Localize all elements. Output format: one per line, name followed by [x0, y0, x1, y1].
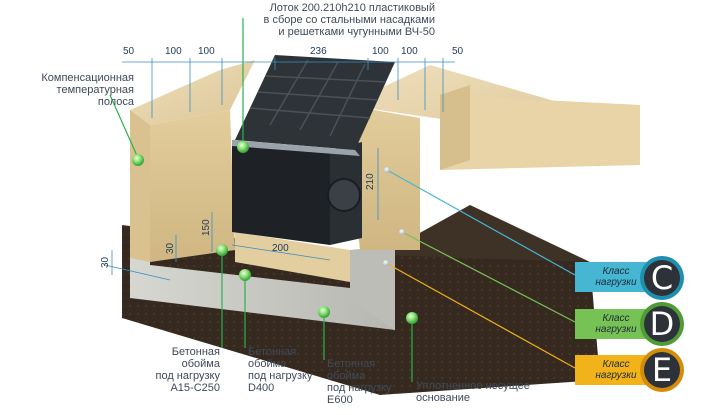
- beton-d400-label: Бетонная обойма под нагрузку D400: [248, 346, 313, 394]
- sand-left-front: [130, 110, 150, 262]
- marker-c: [384, 167, 390, 173]
- dim-200: 200: [272, 243, 289, 254]
- dim-100-a: 100: [165, 46, 182, 57]
- badge-c-letter: C: [650, 259, 674, 297]
- leader-comp: [109, 94, 139, 159]
- marker-a15: [216, 244, 228, 256]
- concrete-right-wall: [350, 245, 395, 330]
- dim-50-left: 50: [123, 46, 135, 57]
- channel-title-label: Лоток 200.210h210 пластиковый в сборе со…: [263, 2, 435, 38]
- concrete-envelope: [130, 110, 395, 330]
- marker-comp: [132, 154, 144, 166]
- dim-210: 210: [365, 173, 376, 190]
- comp-strip-label: Компенсационная температурная полоса: [41, 72, 134, 108]
- soil-right: [380, 255, 600, 395]
- dim-100-c: 100: [372, 46, 389, 57]
- leader-d: [401, 231, 576, 323]
- marker-e: [383, 260, 389, 266]
- dim-30-outer: 30: [100, 256, 111, 268]
- badge-d-label: Класс нагрузки: [595, 313, 637, 335]
- sand-base: [235, 232, 350, 282]
- badge-d-letter: D: [649, 305, 675, 343]
- channel-body: [232, 140, 330, 245]
- leader-e: [385, 262, 576, 369]
- dim-150: 150: [201, 219, 212, 236]
- beton-a15-label: Бетонная обойма под нагрузку A15-C250: [155, 346, 221, 394]
- sand-inner-left: [150, 110, 235, 262]
- sand-block-right-side: [440, 85, 470, 170]
- grate-frame: [232, 140, 360, 156]
- badge-e-shape: [575, 348, 684, 392]
- badge-e-label: Класс нагрузки: [595, 359, 637, 381]
- marker-base: [406, 312, 418, 324]
- channel-outlet: [327, 178, 361, 212]
- badge-d-shape: [575, 302, 684, 346]
- sand-left-top: [130, 60, 255, 125]
- sand-block-right: [440, 95, 640, 170]
- dim-50-right: 50: [452, 46, 464, 57]
- beton-e600-label: Бетонная обойма под нагрузку E600: [327, 358, 392, 406]
- marker-top: [237, 141, 249, 153]
- badge-e-letter: E: [651, 351, 673, 389]
- dim-236: 236: [310, 46, 327, 57]
- sand-right-front: [345, 105, 420, 250]
- marker-d400: [239, 269, 251, 281]
- marker-e600: [318, 306, 330, 318]
- badge-c-shape: [575, 256, 684, 300]
- dim-100-b: 100: [198, 46, 215, 57]
- dim-30-inner: 30: [165, 242, 176, 254]
- dim-100-d: 100: [401, 46, 418, 57]
- badge-c-label: Класс нагрузки: [595, 266, 637, 288]
- base-label: Уплотненное несущее основание: [416, 380, 530, 404]
- leader-c: [386, 169, 576, 276]
- marker-d: [399, 229, 405, 235]
